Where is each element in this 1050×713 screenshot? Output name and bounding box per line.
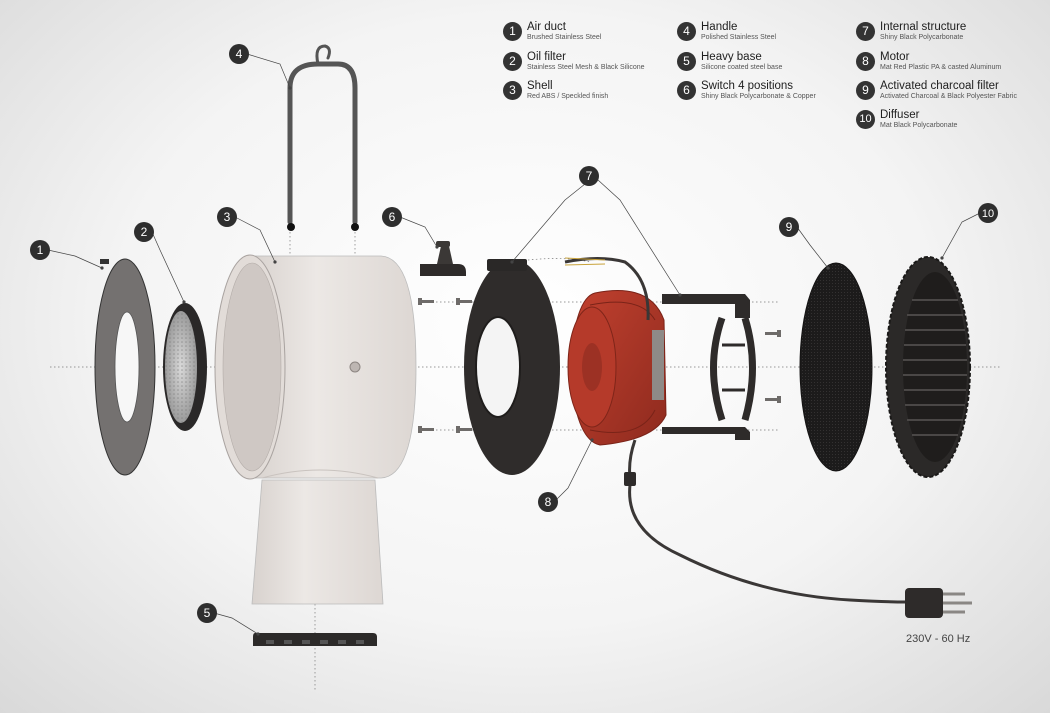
motor-part (567, 290, 667, 446)
charcoal-filter-part (799, 262, 873, 472)
legend-name: Diffuser (880, 109, 920, 121)
legend-desc: Mat Red Plastic PA & casted Aluminum (880, 64, 1002, 71)
legend-badge: 5 (677, 52, 696, 71)
legend-name: Heavy base (701, 51, 762, 63)
handle-part (287, 44, 358, 225)
callout-4: 4 (229, 44, 249, 64)
legend-badge: 6 (677, 81, 696, 100)
callout-9: 9 (779, 217, 799, 237)
legend-badge: 10 (856, 110, 875, 129)
internal-structure-ring (464, 259, 560, 475)
callout-7: 7 (579, 166, 599, 186)
callout-9-num: 9 (786, 220, 793, 234)
legend-name: Air duct (527, 21, 566, 33)
legend-badge: 7 (856, 22, 875, 41)
legend-desc: Mat Black Polycarbonate (880, 122, 958, 129)
callout-7-num: 7 (586, 169, 593, 183)
legend-badge: 2 (503, 52, 522, 71)
legend-desc: Silicone coated steel base (701, 64, 783, 71)
switch-part (420, 241, 466, 276)
air-duct-part (94, 258, 156, 476)
legend-desc: Red ABS / Speckled finish (527, 93, 609, 100)
legend-desc: Shiny Black Polycarbonate & Copper (701, 93, 816, 100)
leader-lines (47, 53, 981, 635)
diffuser-part (885, 256, 971, 478)
cord-strain-relief (624, 472, 636, 486)
callout-5-num: 5 (204, 606, 211, 620)
legend-badge: 8 (856, 52, 875, 71)
callout-8-num: 8 (545, 495, 552, 509)
callout-5: 5 (197, 603, 217, 623)
power-cord (564, 257, 906, 604)
legend-name: Shell (527, 80, 553, 92)
callout-2: 2 (134, 222, 154, 242)
legend-name: Activated charcoal filter (880, 80, 999, 92)
legend-badge: 1 (503, 22, 522, 41)
legend-name: Oil filter (527, 51, 566, 63)
callout-6: 6 (382, 207, 402, 227)
legend-desc: Polished Stainless Steel (701, 34, 777, 41)
callout-1-num: 1 (37, 243, 44, 257)
legend-desc: Stainless Steel Mesh & Black Silicone (527, 64, 645, 71)
heavy-base-part (253, 633, 377, 646)
legend-desc: Activated Charcoal & Black Polyester Fab… (880, 93, 1017, 100)
callout-4-num: 4 (236, 47, 243, 61)
callout-10: 10 (978, 203, 998, 223)
legend-name: Internal structure (880, 21, 967, 33)
legend-desc: Shiny Black Polycarbonate (880, 34, 964, 41)
callout-3: 3 (217, 207, 237, 227)
legend-name: Motor (880, 51, 910, 63)
legend-name: Switch 4 positions (701, 80, 794, 92)
callout-8: 8 (538, 492, 558, 512)
legend-badge: 4 (677, 22, 696, 41)
callout-3-num: 3 (224, 210, 231, 224)
legend-badge: 3 (503, 81, 522, 100)
voltage-label: 230V - 60 Hz (906, 633, 971, 645)
legend-desc: Brushed Stainless Steel (527, 34, 602, 41)
power-plug (905, 588, 972, 618)
leader-dots (100, 86, 944, 636)
callout-2-num: 2 (141, 225, 148, 239)
callout-10-num: 10 (982, 208, 994, 220)
internal-structure-frame (662, 294, 756, 440)
screws (418, 298, 781, 433)
legend-badge: 9 (856, 81, 875, 100)
handle-hole-right (351, 223, 359, 231)
callout-1: 1 (30, 240, 50, 260)
shell-part (214, 254, 417, 605)
callout-6-num: 6 (389, 210, 396, 224)
legend-name: Handle (701, 21, 738, 33)
handle-hole-left (287, 223, 295, 231)
oil-filter-part (163, 303, 207, 431)
